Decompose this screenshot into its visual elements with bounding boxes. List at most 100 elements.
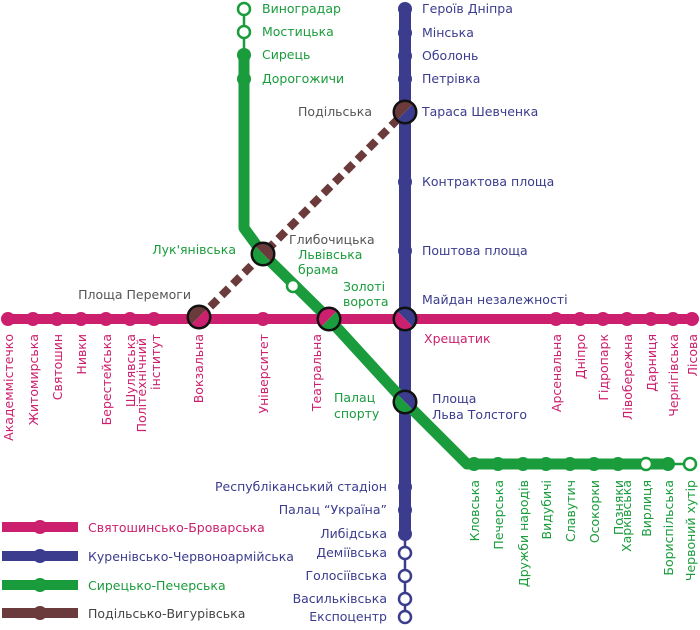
station-dot[interactable]	[398, 49, 412, 63]
red-line-stations	[1, 312, 699, 326]
station-dot[interactable]	[398, 244, 412, 258]
station-label: Майдан незалежності	[422, 292, 568, 307]
station-dot[interactable]	[587, 457, 601, 471]
station-dot[interactable]	[516, 457, 530, 471]
station-dot[interactable]	[620, 312, 634, 326]
transfer-lukianivska-hlybochytska[interactable]	[250, 241, 276, 267]
station-dot[interactable]	[611, 457, 625, 471]
station-label: Палац “Україна”	[279, 502, 387, 517]
station-label-multiline: Львівська брама	[298, 247, 366, 277]
station-label: Бориспільська	[661, 480, 676, 576]
station-label: Лук'янівська	[152, 242, 236, 257]
station-dot-planned[interactable]	[682, 456, 698, 472]
legend-label: Сирецько-Печерська	[88, 578, 226, 593]
station-dot[interactable]	[467, 457, 481, 471]
station-label: Вирлиця	[639, 480, 654, 537]
legend-item-blue[interactable]: Куренівсько-Червоноармійська	[2, 549, 294, 564]
transfer-tolstoho-palats-sportu[interactable]	[392, 389, 418, 415]
station-label: Гідропарк	[596, 334, 611, 401]
station-label: Шулявська	[123, 334, 138, 407]
legend-item-brown[interactable]: Подільсько-Вигурівська	[2, 606, 245, 621]
station-label: Виноградар	[262, 1, 341, 16]
station-label: Тараса Шевченка	[421, 104, 538, 119]
station-label: Позняки	[611, 480, 626, 535]
station-label: Петрівка	[422, 71, 480, 86]
station-label: Подільська	[298, 104, 372, 119]
station-dot[interactable]	[123, 312, 137, 326]
station-dot-planned[interactable]	[397, 591, 413, 607]
station-dot[interactable]	[147, 312, 161, 326]
station-dot-planned[interactable]	[236, 24, 252, 40]
station-dot[interactable]	[539, 457, 553, 471]
station-label: Дружби народів	[516, 480, 531, 587]
legend-item-red[interactable]: Святошинсько-Броварська	[2, 520, 265, 535]
green-line-planned-stations	[236, 1, 698, 472]
station-dot[interactable]	[237, 72, 251, 86]
station-dot[interactable]	[596, 312, 610, 326]
transfer-teatralna-zoloti-vorota[interactable]	[316, 306, 342, 332]
station-dot-planned[interactable]	[397, 545, 413, 561]
legend-label: Святошинсько-Броварська	[88, 520, 265, 535]
station-dot[interactable]	[256, 312, 270, 326]
station-dot[interactable]	[563, 457, 577, 471]
station-label: Героїв Дніпра	[422, 1, 513, 16]
station-label: Либідська	[320, 526, 387, 541]
station-dot[interactable]	[491, 457, 505, 471]
station-dot[interactable]	[398, 503, 412, 517]
station-label: Лівобережна	[620, 334, 635, 420]
station-dot-planned[interactable]	[236, 1, 252, 17]
station-dot[interactable]	[644, 312, 658, 326]
station-dot[interactable]	[398, 2, 412, 16]
station-label: Арсенальна	[549, 334, 564, 412]
blue-line-labels: Героїв Дніпра Мінська Оболонь Петрівка Т…	[421, 1, 568, 422]
station-dot-planned[interactable]	[397, 609, 413, 625]
station-dot-planned[interactable]	[397, 568, 413, 584]
station-label-multiline: Політехнічний інститут	[134, 334, 163, 432]
station-dot[interactable]	[398, 26, 412, 40]
station-dot[interactable]	[573, 312, 587, 326]
station-label: Глибочицька	[289, 232, 375, 247]
transfer-vokzalna-peremohy[interactable]	[186, 304, 212, 330]
station-label: Кловська	[467, 480, 482, 541]
station-dot[interactable]	[237, 48, 251, 62]
station-label: Видубичі	[539, 480, 554, 539]
station-dot[interactable]	[26, 312, 40, 326]
station-dot[interactable]	[398, 480, 412, 494]
station-dot-planned[interactable]	[638, 456, 654, 472]
station-dot[interactable]	[685, 312, 699, 326]
station-dot[interactable]	[398, 72, 412, 86]
station-label: Мостицька	[262, 24, 334, 39]
legend-item-green[interactable]: Сирецько-Печерська	[2, 578, 226, 593]
legend: Святошинсько-Броварська Куренівсько-Черв…	[2, 520, 294, 621]
station-label: Славутич	[563, 480, 578, 542]
legend-label: Куренівсько-Червоноармійська	[88, 549, 294, 564]
station-label: Васильківська	[293, 591, 387, 606]
brown-line-labels: Подільська Глибочицька Площа Перемоги	[78, 104, 375, 302]
red-line-labels: Академмістечко Житомирська Святошин Нивк…	[1, 334, 700, 441]
station-dot[interactable]	[99, 312, 113, 326]
transfer-maidan-khreshchatyk[interactable]	[392, 306, 418, 332]
station-label: Дніпро	[573, 334, 588, 379]
station-label: Республіканський стадіон	[215, 479, 387, 494]
station-dot[interactable]	[50, 312, 64, 326]
station-label: Деміївська	[316, 545, 387, 560]
brown-line-track	[196, 109, 408, 321]
station-dot-planned[interactable]	[285, 278, 301, 294]
transfer-shevchenka-podilska[interactable]	[392, 99, 418, 125]
station-dot[interactable]	[398, 175, 412, 189]
station-dot[interactable]	[1, 312, 15, 326]
station-label: Берестейська	[99, 334, 114, 425]
station-dot[interactable]	[549, 312, 563, 326]
station-label-multiline: Палац спорту	[334, 390, 380, 421]
station-dot[interactable]	[74, 312, 88, 326]
station-dot[interactable]	[666, 312, 680, 326]
blue-line-stations	[398, 2, 412, 541]
blue-line-planned-stations	[397, 545, 413, 625]
station-dot[interactable]	[661, 457, 675, 471]
station-label: Академмістечко	[1, 334, 16, 441]
station-dot[interactable]	[398, 527, 412, 541]
station-label: Харківська	[619, 480, 634, 552]
station-label: Поштова площа	[422, 243, 528, 258]
